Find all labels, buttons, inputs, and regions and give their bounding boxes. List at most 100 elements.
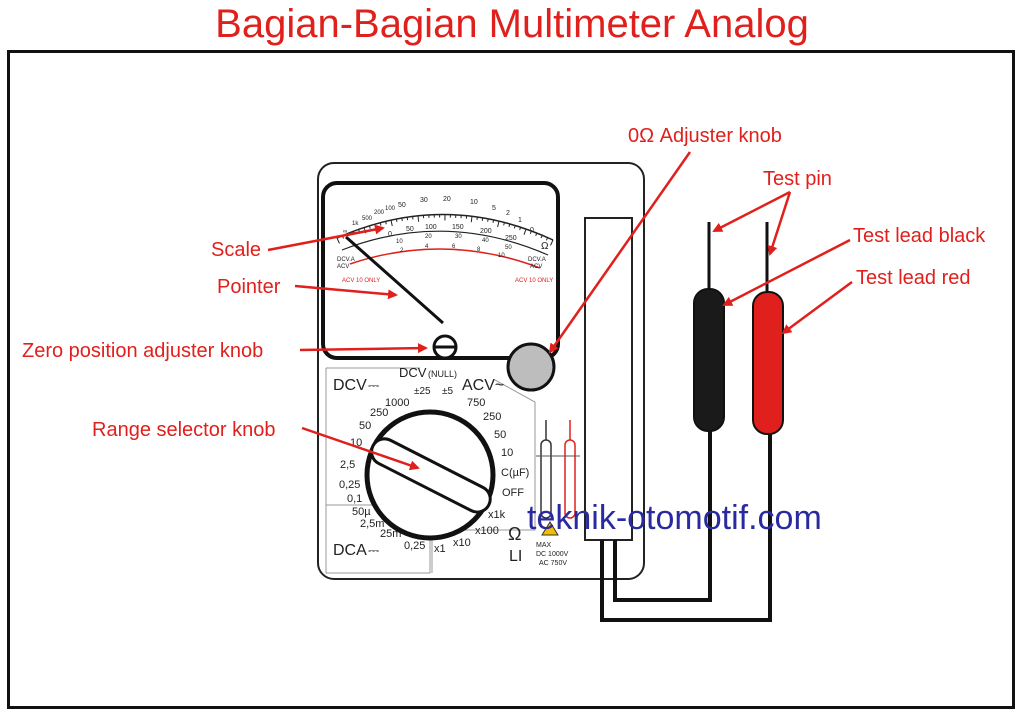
ohm-symbol: Ω <box>541 241 549 252</box>
pointer-needle <box>345 235 444 325</box>
dial-value: 0,1 <box>347 493 362 505</box>
scale-mark: 2 <box>506 210 510 217</box>
diagram-frame <box>7 50 1015 709</box>
scale-mark: 20 <box>443 196 451 203</box>
dial-dca-label: DCA <box>333 542 367 559</box>
scale-acv-left: ACV <box>337 264 349 270</box>
dial-ohm-symbol: Ω <box>508 524 521 544</box>
scale-tick <box>529 230 532 234</box>
scale-mark: 100 <box>385 206 396 212</box>
scale-tick <box>492 219 495 223</box>
dial-dcv-label: DCV <box>333 377 367 394</box>
scale-mark: 500 <box>362 216 373 222</box>
scale-tick <box>417 215 420 222</box>
test-lead-black[interactable] <box>693 288 725 432</box>
scale-tick <box>497 221 500 228</box>
scale-mark: 2 <box>400 248 404 254</box>
scale-mark: 4 <box>425 244 429 250</box>
dial-null-label: (NULL) <box>428 369 457 379</box>
scale-mark: 10 <box>396 239 403 245</box>
dial-right-values: 750 250 50 10 <box>467 397 513 459</box>
scale-tick <box>523 228 527 235</box>
scale-mark: 1k <box>352 221 359 227</box>
dial-value: 750 <box>467 397 485 409</box>
scale-arc-dcv <box>341 230 549 256</box>
arrow-test-lead-black <box>722 238 851 307</box>
watermark: teknik-otomotif.com <box>527 499 822 537</box>
test-lead-jacks[interactable] <box>536 420 580 519</box>
dial-acv-label: ACV~ <box>462 377 504 394</box>
label-pointer: Pointer <box>217 276 281 298</box>
scale-mark: 40 <box>482 238 489 244</box>
test-lead-red[interactable] <box>752 291 784 435</box>
scale-mark: 0 <box>530 227 534 234</box>
scale-tick <box>535 232 538 237</box>
scale-mark: 30 <box>420 197 428 204</box>
range-selector-knob[interactable] <box>364 409 496 541</box>
dial-value: 250 <box>483 411 501 423</box>
label-test-lead-red: Test lead red <box>856 267 971 289</box>
scale-tick <box>336 237 340 244</box>
label-range-selector: Range selector knob <box>92 419 275 441</box>
lead-holder-slot <box>584 217 633 541</box>
dial-value: 0,25 <box>404 540 425 552</box>
ohm-adjuster-knob[interactable] <box>506 342 556 392</box>
scale-mark: 10 <box>470 199 478 206</box>
scale-mark: 30 <box>455 234 462 240</box>
dial-pm25: ±25 <box>414 386 431 397</box>
scale-tick <box>513 225 516 229</box>
dial-ohm-x1k: x1k <box>488 509 506 521</box>
scale-tick <box>545 237 549 241</box>
scale-tick <box>470 216 473 223</box>
warning-icon <box>541 521 559 536</box>
meter-window <box>321 181 560 360</box>
dial-value: 50 <box>359 420 371 432</box>
label-scale: Scale <box>211 239 261 261</box>
scale-mark: 250 <box>505 235 517 242</box>
scale-mark: 0 <box>388 231 392 238</box>
dc-max-rating: DC 1000V <box>536 551 569 558</box>
scale-mid-marks: 0 50 100 150 200 250 10 20 30 40 50 2 4 … <box>388 224 517 259</box>
diagram-title: Bagian-Bagian Multimeter Analog <box>215 2 809 46</box>
scale-top-marks: ∞ 1k 500 200 100 50 30 20 10 5 2 1 0 Ω <box>343 196 549 252</box>
dial-dcv-null-label: DCV <box>399 365 427 380</box>
scale-acv10-left: ACV 10 ONLY <box>342 278 380 284</box>
dial-ohm-x100: x100 <box>475 525 499 537</box>
label-zero-adjuster: Zero position adjuster knob <box>22 340 263 362</box>
scale-mark: 50 <box>505 245 512 251</box>
scale-mark: 10 <box>498 253 505 259</box>
dial-capacitance: C(µF) <box>501 467 529 479</box>
scale-tick <box>487 218 489 222</box>
dial-value: 1000 <box>385 397 409 409</box>
zero-position-adjuster-knob[interactable] <box>432 334 458 360</box>
scale-tick <box>519 227 522 231</box>
arrow-range-selector <box>301 426 420 471</box>
dial-value: 50µ <box>352 506 371 518</box>
dial-dca-symbol: ⎓ <box>368 542 379 558</box>
scale-dcva-right: DCV.A <box>528 257 546 263</box>
arrow-test-lead-red <box>781 280 853 335</box>
dial-value: 50 <box>494 429 506 441</box>
arrow-zero-adjuster <box>299 343 428 354</box>
scale-mark: 200 <box>374 210 385 216</box>
dial-panel-right <box>431 379 536 573</box>
dial-value: 0,25 <box>339 479 360 491</box>
ac-max-rating: AC 750V <box>539 560 567 567</box>
arrow-test-pin-red <box>767 191 792 256</box>
dial-ohm-x1: x1 <box>434 543 446 555</box>
scale-tick <box>385 221 387 225</box>
dial-dcv-symbol: ⎓ <box>368 377 379 393</box>
arrow-test-pin-black <box>712 190 791 233</box>
scale-mark: 50 <box>406 226 414 233</box>
scale-tick <box>390 220 393 227</box>
scale-tick <box>550 239 554 246</box>
scale-mark: 20 <box>425 234 432 240</box>
scale-dcva-left: DCV.A <box>337 257 355 263</box>
scale-acv-right: ACV <box>530 264 542 270</box>
dial-value: 10 <box>501 447 513 459</box>
scale-mark: 200 <box>480 228 492 235</box>
scale-mark: ∞ <box>343 229 347 235</box>
dial-li-label: LI <box>509 548 522 565</box>
arrow-scale <box>267 224 385 252</box>
